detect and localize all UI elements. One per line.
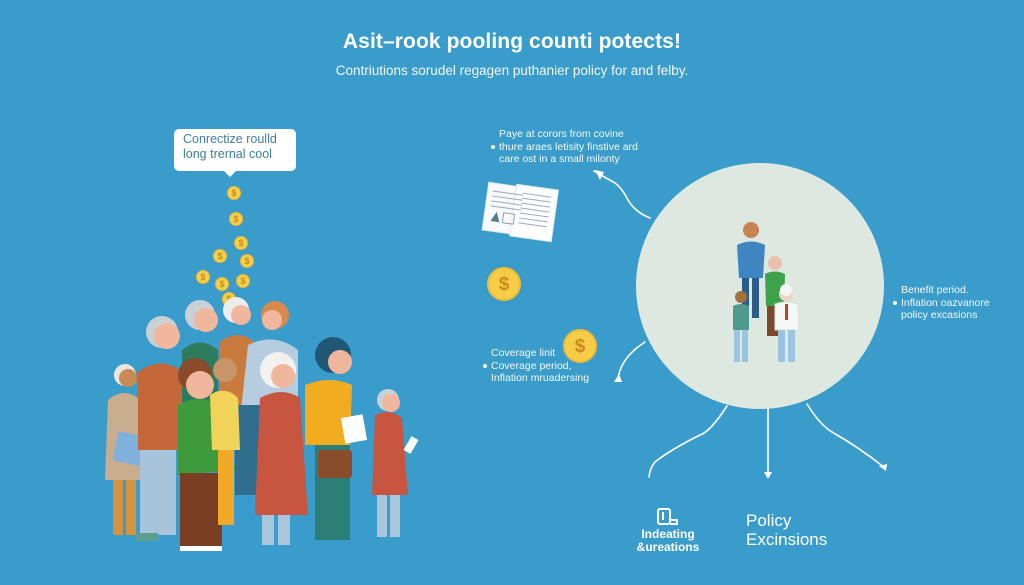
policy-label-line-2: Excinsions (746, 530, 828, 549)
crowd-illustration (105, 297, 419, 551)
person-figure (105, 364, 160, 535)
person-figure (305, 337, 368, 540)
note-right-line-2: Inflation oazvanore (893, 297, 990, 310)
note-bottom-line-1: Coverage linit (491, 347, 556, 359)
note-top: Paye at corors from covine thure araes l… (491, 128, 638, 166)
coin-icon: $ (215, 277, 229, 291)
page-subtitle: Contriutions sorudel regagen puthanier p… (335, 63, 689, 78)
bullet-icon (483, 363, 487, 368)
note-right-line-1: Benefit period. (901, 284, 969, 296)
coin-icon: $ (227, 186, 241, 200)
note-right-line-3: policy excasions (901, 309, 978, 321)
coin-icon: $ (213, 249, 227, 263)
arrow-to-top-note (593, 170, 651, 219)
arrowhead-icon (764, 472, 772, 479)
note-bottom-line-2: Coverage period, (483, 360, 589, 373)
arrow-to-bottom-note (617, 341, 646, 381)
policy-label-line-1: Policy (746, 511, 792, 530)
person-figure (210, 358, 240, 525)
arrowhead-icon (879, 464, 887, 471)
coin-icon: $ (236, 274, 250, 288)
note-bottom-line-3: Inflation mruadersing (491, 372, 590, 384)
coin-icon: $ (234, 236, 248, 250)
coin-icon: $ (229, 212, 243, 226)
indexing-label-line-2: &ureations (636, 540, 700, 554)
arrowhead-icon (614, 374, 622, 382)
person-figure (774, 284, 800, 362)
speech-bubble-line-2: long trernal cool (183, 147, 272, 161)
person-figure (136, 316, 182, 541)
bullet-icon (893, 300, 897, 305)
indexing-label-group: Indeating &ureations (628, 508, 708, 554)
speech-bubble-line-1: Conrectize roulld (183, 132, 277, 146)
person-figure (255, 352, 308, 545)
document-icon (481, 181, 559, 243)
arrow-down-left (648, 405, 728, 478)
indexing-icon (657, 508, 678, 525)
coin-icon: $ (240, 254, 254, 268)
arrowhead-icon (595, 170, 604, 180)
note-top-line-1: Paye at corors from covine (499, 128, 624, 140)
note-bottom: Coverage linit Coverage period, Inflatio… (483, 347, 589, 385)
dollar-coin-icon: $ (487, 267, 521, 301)
dollar-coin-icon: $ (563, 329, 597, 363)
indexing-label-line-1: Indeating (641, 527, 695, 541)
note-right: Benefit period. Inflation oazvanore poli… (893, 284, 990, 322)
page-title: Asit–rook pooling counti potects! (342, 30, 682, 53)
bullet-icon (491, 144, 495, 149)
policy-exclusions-label: Policy Excinsions (746, 511, 827, 549)
note-top-line-3: care ost in a small milonty (499, 153, 620, 165)
arrow-down-right (806, 403, 886, 469)
person-figure (733, 291, 749, 362)
note-top-line-2: thure araes letisity finstive ard (491, 141, 638, 154)
pool-members-illustration (733, 222, 800, 362)
risk-pool-circle (636, 163, 884, 409)
speech-bubble: Conrectize roulld long trernal cool (174, 129, 296, 177)
person-figure (372, 389, 419, 537)
coin-icon: $ (196, 270, 210, 284)
